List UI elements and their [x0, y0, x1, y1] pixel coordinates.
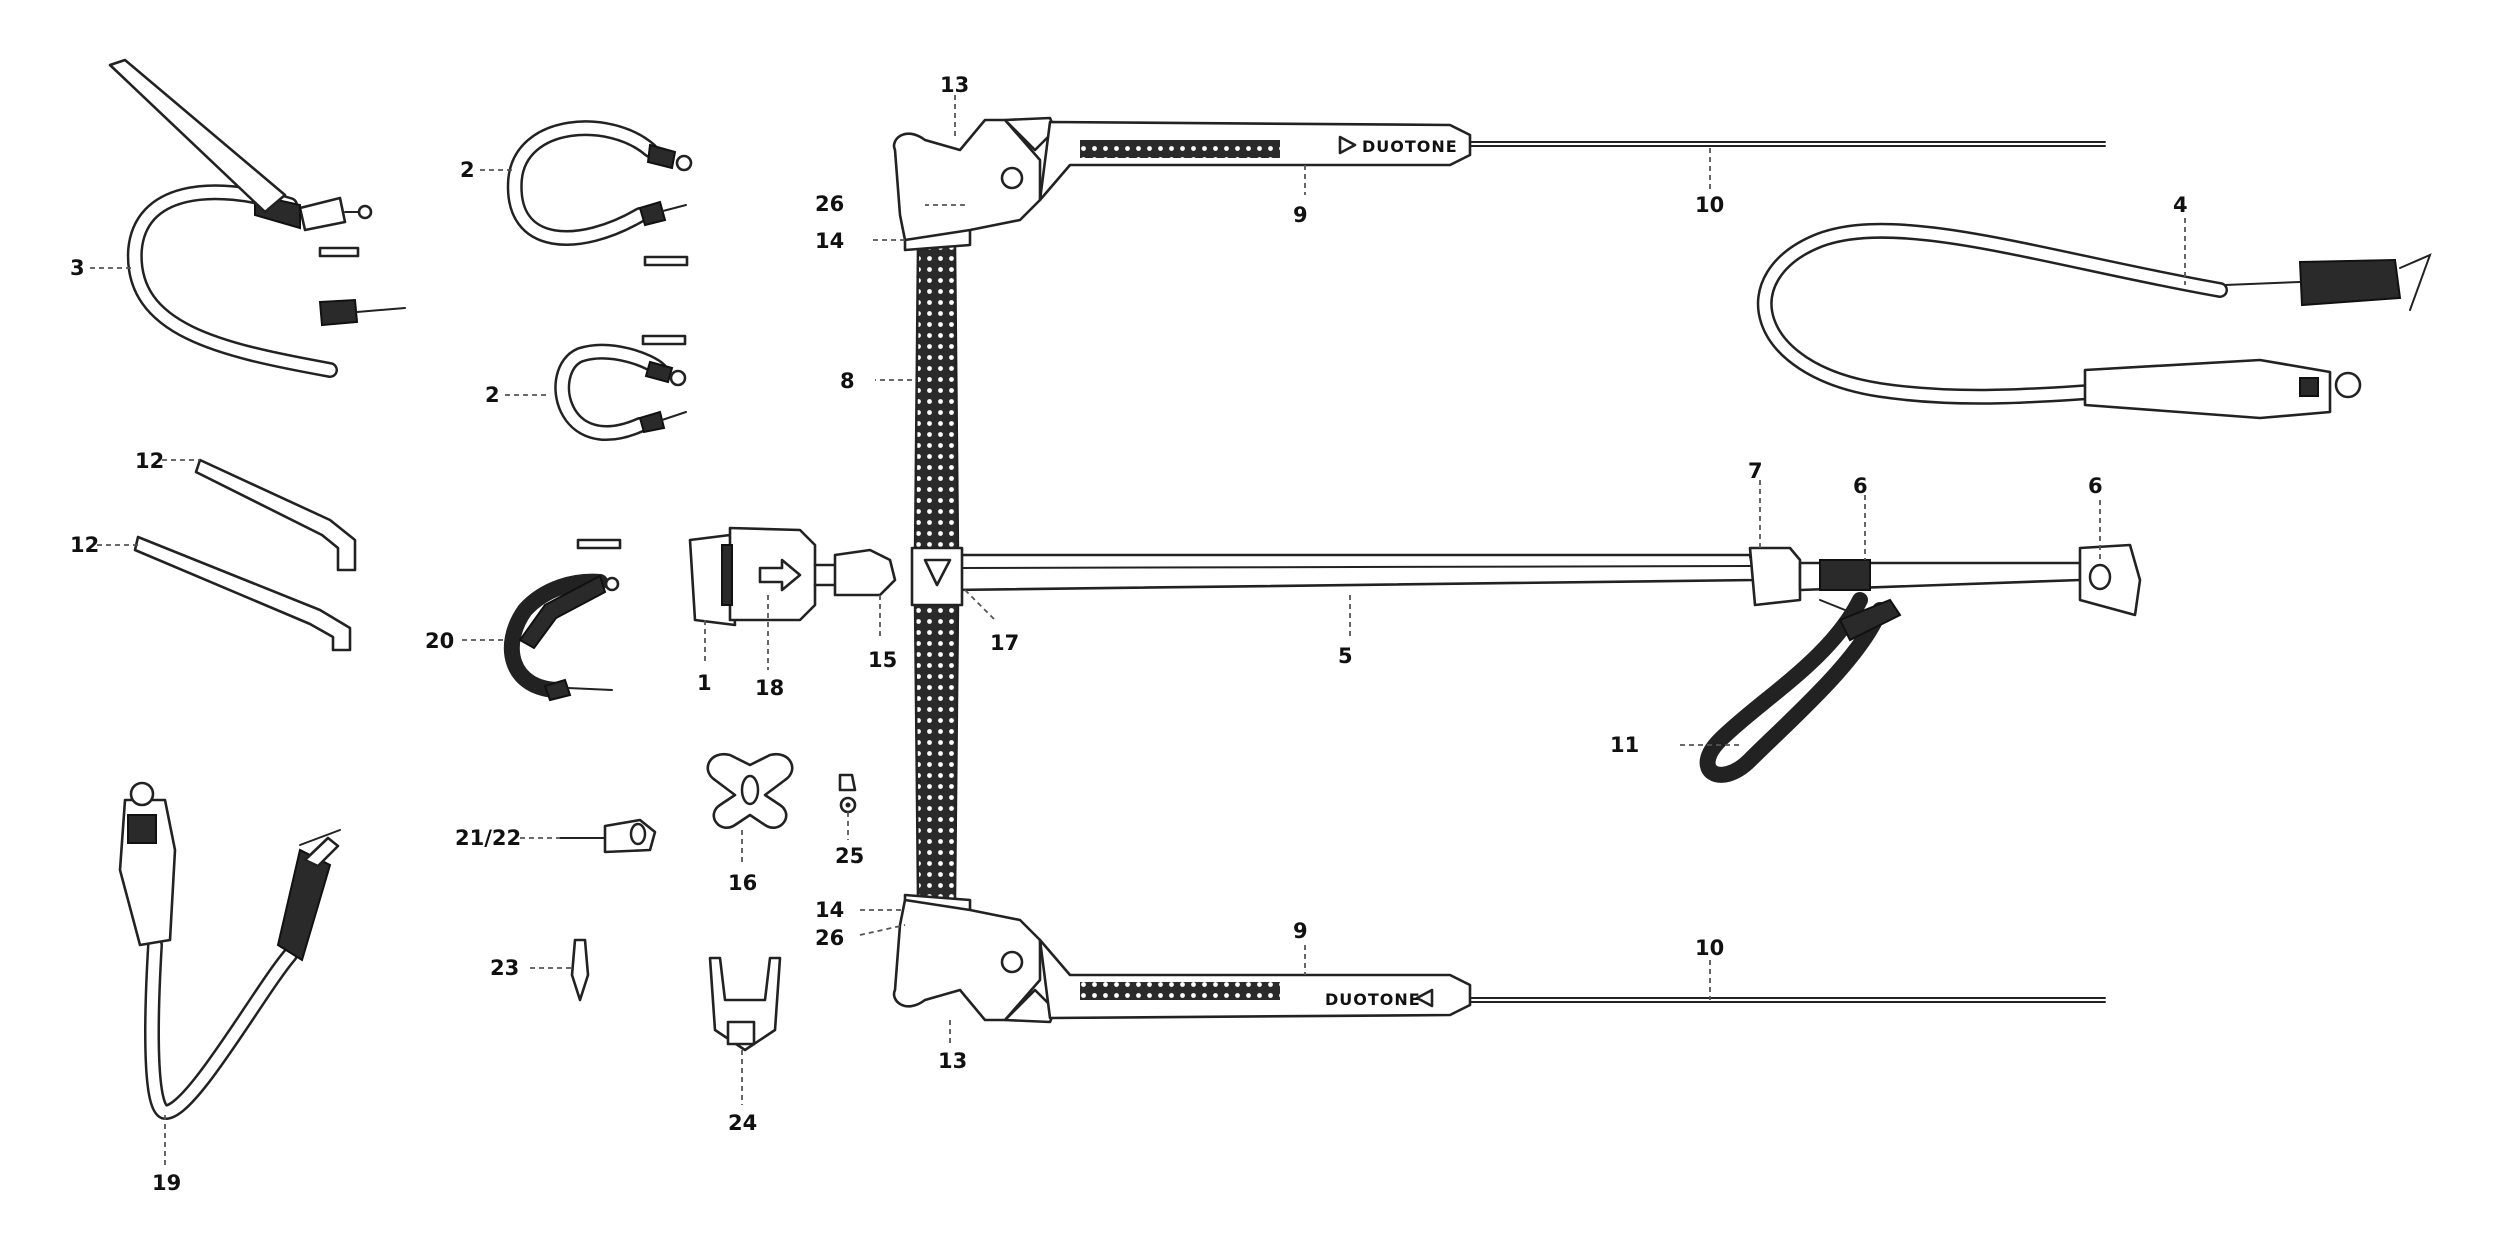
part-13-bar-end-bottom: [892, 898, 1057, 1024]
part-2-pigtail-small: [554, 334, 687, 441]
part-24-clip: [708, 956, 782, 1052]
callout-labels: 3 2 2 12 12 20 1 18 15 17 26 14 8 13 9 1…: [70, 73, 2188, 1195]
leader-lines: [90, 95, 2186, 1165]
callout-6-left: 6: [1853, 474, 1868, 498]
part-8-bar: [903, 228, 972, 917]
callout-16: 16: [728, 871, 757, 895]
part-19-leash: [118, 781, 341, 1120]
part-13-bar-end-top: [892, 116, 1057, 242]
part-3-safety-line: [108, 58, 406, 378]
callout-24: 24: [728, 1111, 757, 1135]
part-9-float-bottom: DUOTONE: [1038, 938, 1472, 1020]
callout-8: 8: [840, 369, 855, 393]
part-4-leash: [1756, 222, 2432, 420]
part-23-spike: [570, 938, 590, 1002]
callout-25: 25: [835, 844, 864, 868]
callout-20: 20: [425, 629, 454, 653]
callout-10-top: 10: [1695, 193, 1724, 217]
callout-5: 5: [1338, 644, 1353, 668]
part-5-depower-line: [948, 543, 2142, 617]
part-12-rods: [133, 458, 357, 652]
callout-7: 7: [1748, 459, 1763, 483]
callout-17: 17: [990, 631, 1019, 655]
callout-12-upper: 12: [135, 449, 164, 473]
callout-13-bottom: 13: [938, 1049, 967, 1073]
callout-2-large: 2: [460, 158, 475, 182]
part-20-pigtail-wrapped: [503, 538, 622, 702]
callout-19: 19: [152, 1171, 181, 1195]
callout-21-22: 21/22: [455, 826, 521, 850]
callout-2-small: 2: [485, 383, 500, 407]
part-9-float-top: DUOTONE: [1038, 120, 1472, 202]
callout-18: 18: [755, 676, 784, 700]
callout-11: 11: [1610, 733, 1639, 757]
part-10-line-bottom: [1469, 997, 2106, 1003]
callout-12-lower: 12: [70, 533, 99, 557]
part-11-trim-loop: [1699, 592, 1902, 783]
callout-4: 4: [2173, 193, 2188, 217]
callout-26-bottom: 26: [815, 926, 844, 950]
callout-14-top: 14: [815, 229, 844, 253]
callout-1: 1: [697, 671, 712, 695]
callout-23: 23: [490, 956, 519, 980]
part-21-22-stopper: [559, 818, 657, 854]
callout-9-bottom: 9: [1293, 919, 1308, 943]
callout-13-top: 13: [940, 73, 969, 97]
callout-26-top: 26: [815, 192, 844, 216]
brand-logo-bottom: DUOTONE: [1325, 990, 1421, 1009]
part-16-plate: [706, 752, 794, 829]
callout-14-bottom: 14: [815, 898, 844, 922]
part-10-line-top: [1469, 141, 2106, 147]
callout-6-right: 6: [2088, 474, 2103, 498]
callout-15: 15: [868, 648, 897, 672]
callout-9-top: 9: [1293, 203, 1308, 227]
part-25-ring: [838, 773, 857, 814]
callout-3: 3: [70, 256, 85, 280]
brand-logo-top: DUOTONE: [1362, 137, 1458, 156]
part-2-pigtail-large: [506, 120, 693, 267]
part-1-quick-release: [688, 526, 897, 627]
callout-10-bottom: 10: [1695, 936, 1724, 960]
